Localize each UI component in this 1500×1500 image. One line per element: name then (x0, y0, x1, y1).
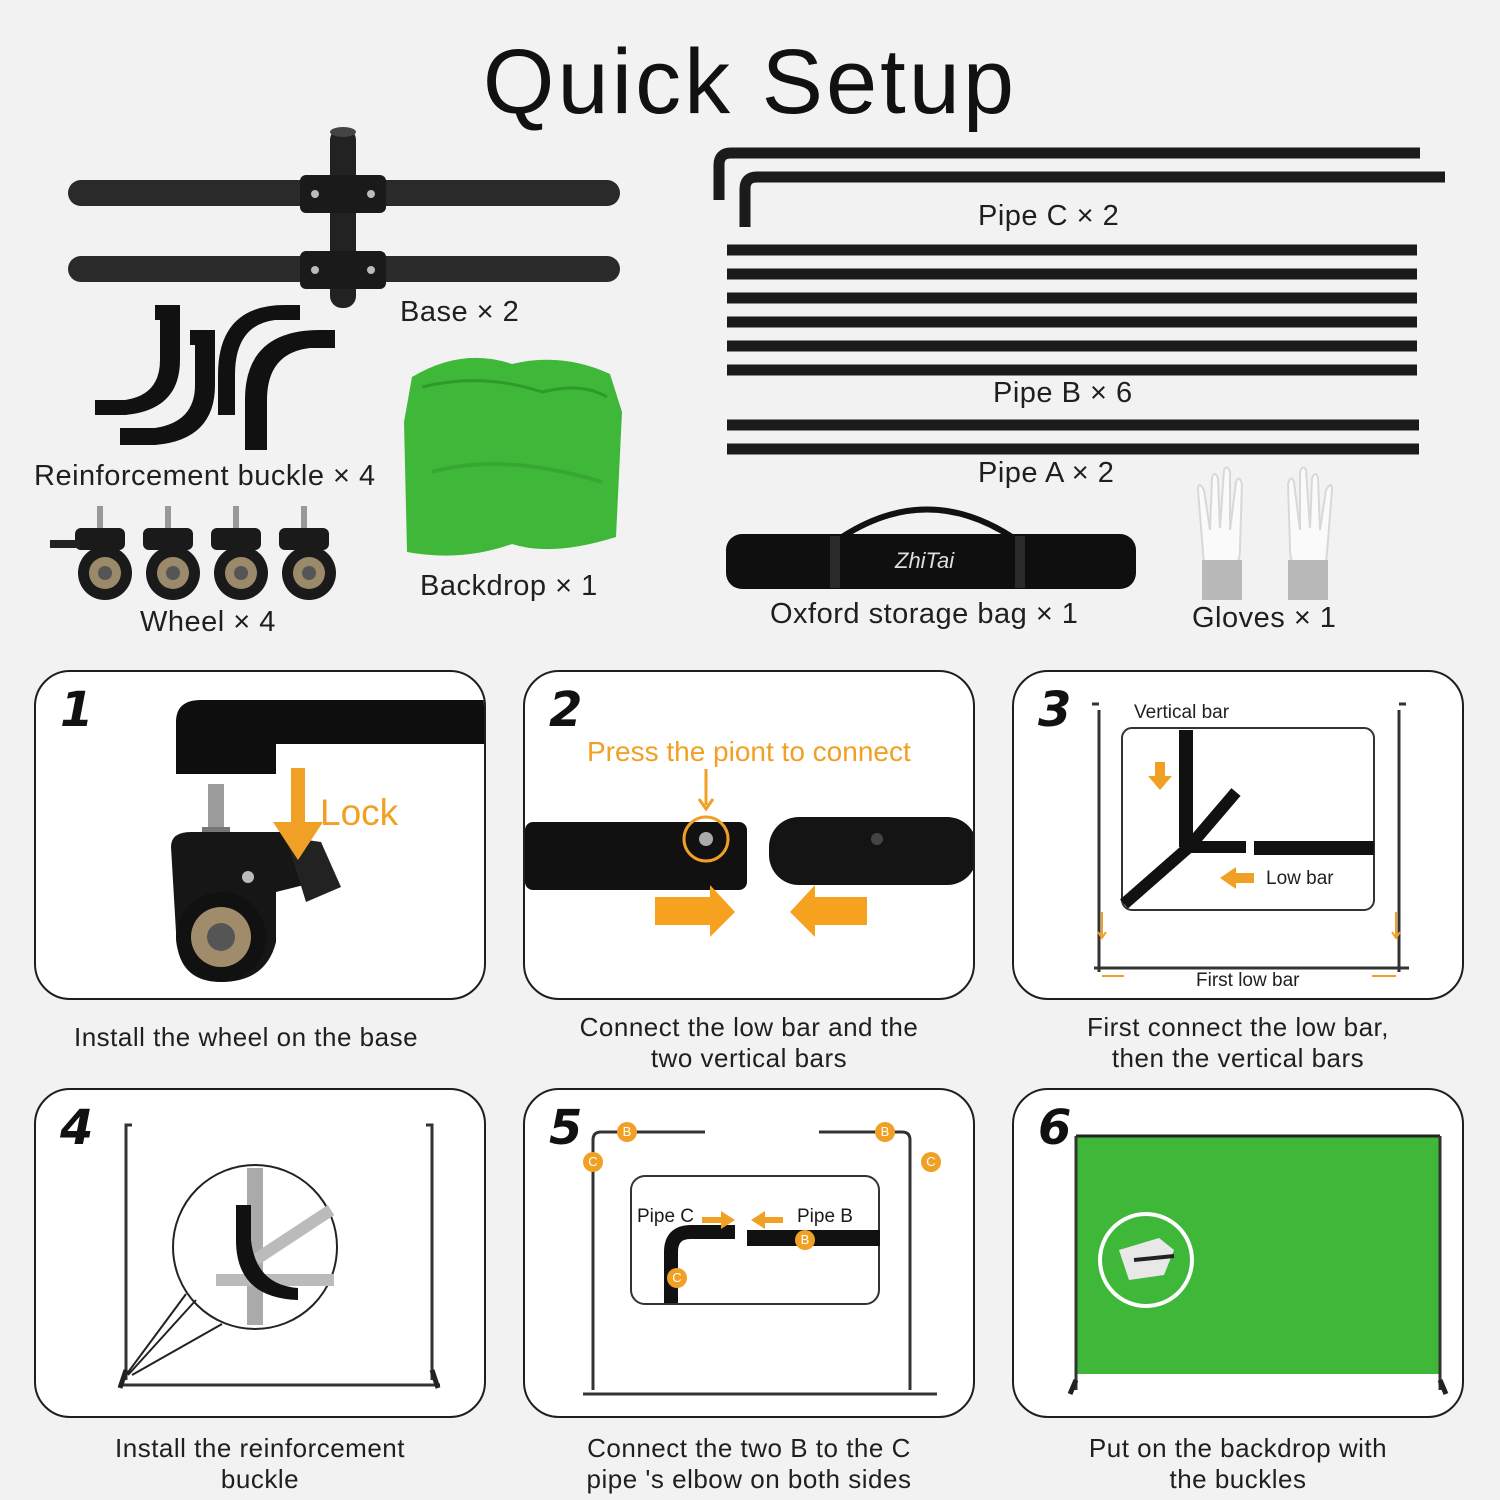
press-callout: Press the piont to connect (587, 736, 911, 767)
step-2-caption: Connect the low bar and the two vertical… (523, 1012, 975, 1074)
buckle-install-illustration (117, 1123, 441, 1389)
step5-pipe-b-label: Pipe B (797, 1206, 853, 1227)
step-1-panel: 1 Lock (34, 670, 486, 1000)
step-3-caption-line2: then the vertical bars (1111, 1043, 1365, 1073)
step-6-caption-line2: the buckles (1169, 1464, 1307, 1494)
step-6-panel: 6 (1012, 1088, 1464, 1418)
badge-c-inset: C (667, 1268, 687, 1288)
step-3-caption: First connect the low bar, then the vert… (1012, 1012, 1464, 1074)
step-6-caption: Put on the backdrop with the buckles (1012, 1433, 1464, 1495)
badge-c-left: C (583, 1152, 603, 1172)
step-4-panel: 4 (34, 1088, 486, 1418)
step-5-caption: Connect the two B to the C pipe 's elbow… (523, 1433, 975, 1495)
wheel-lock-illustration (171, 700, 484, 982)
step-1-caption: Install the wheel on the base (73, 1022, 419, 1052)
step-2-number: 2 (549, 682, 583, 738)
page-title: Quick Setup (482, 31, 1018, 133)
elbow-connect-illustration (583, 1130, 937, 1396)
pipe-c-label: Pipe C × 2 (978, 200, 1120, 232)
bag-label: Oxford storage bag × 1 (770, 598, 1079, 630)
badge-b-right: B (875, 1122, 895, 1142)
backdrop-hung-illustration (1067, 1134, 1449, 1395)
backdrop-illustration (404, 357, 622, 556)
step-6-caption-line1: Put on the backdrop with (1088, 1433, 1388, 1463)
badge-b-inset: B (795, 1230, 815, 1250)
step-6-number: 6 (1038, 1100, 1072, 1156)
step-3-number: 3 (1038, 682, 1072, 738)
backdrop-label: Backdrop × 1 (420, 570, 598, 602)
step-5-panel: 5 Pipe C Pipe B B B C C C B (523, 1088, 975, 1418)
step-5-number: 5 (549, 1100, 583, 1156)
step-4-number: 4 (60, 1100, 94, 1156)
badge-b-left: B (617, 1122, 637, 1142)
pipes-illustration (713, 147, 1445, 455)
step-2-caption-line1: Connect the low bar and the (579, 1012, 919, 1042)
wheel-label: Wheel × 4 (140, 606, 276, 638)
vertical-bar-label: Vertical bar (1134, 702, 1230, 723)
wheel-illustration (50, 506, 336, 600)
step-1-number: 1 (60, 682, 94, 738)
buckle-illustration (95, 305, 335, 450)
badge-c-right: C (921, 1152, 941, 1172)
step-2-caption-line2: two vertical bars (650, 1043, 848, 1073)
step-4-caption-line1: Install the reinforcement (115, 1433, 405, 1463)
base-illustration (68, 127, 620, 308)
step-4-caption: Install the reinforcement buckle (34, 1433, 486, 1495)
first-low-bar-label: First low bar (1196, 970, 1300, 991)
step-4-caption-line2: buckle (220, 1464, 300, 1494)
step5-pipe-c-label: Pipe C (637, 1206, 695, 1227)
frame-illustration (1092, 702, 1409, 977)
step-5-caption-line2: pipe 's elbow on both sides (586, 1464, 912, 1494)
buckle-label: Reinforcement buckle × 4 (34, 460, 376, 492)
pipe-b-label: Pipe B × 6 (993, 377, 1133, 409)
bag-illustration (726, 506, 1136, 589)
step-3-caption-line1: First connect the low bar, (1086, 1012, 1390, 1042)
gloves-illustration (1196, 466, 1334, 600)
gloves-label: Gloves × 1 (1192, 602, 1337, 634)
step-2-panel: 2 Press the piont to connect (523, 670, 975, 1000)
base-label: Base × 2 (400, 296, 520, 328)
pipe-connect-illustration (525, 769, 973, 937)
bag-brand: ZhiTai (895, 548, 955, 573)
lock-callout: Lock (320, 792, 399, 833)
step-3-panel: 3 Vertical bar Low bar First low bar (1012, 670, 1464, 1000)
low-bar-label: Low bar (1266, 868, 1334, 889)
pipe-a-label: Pipe A × 2 (978, 457, 1115, 489)
step-5-caption-line1: Connect the two B to the C (587, 1433, 911, 1463)
